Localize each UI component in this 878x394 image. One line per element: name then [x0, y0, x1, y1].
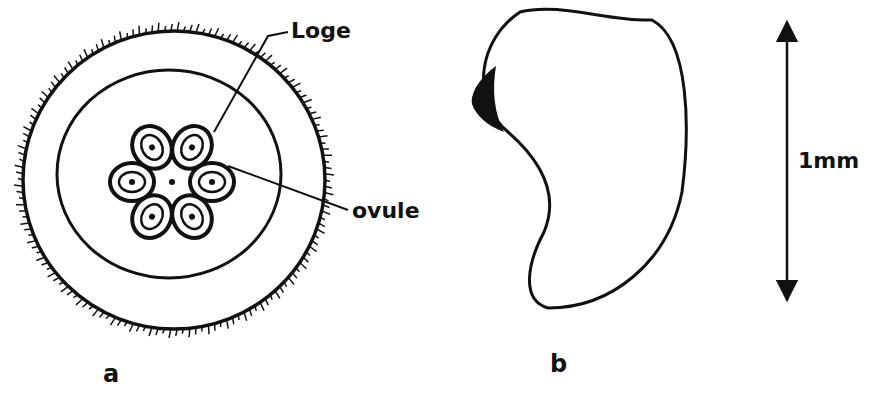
panel-letter: b: [550, 352, 567, 376]
loge-wall: [125, 188, 180, 245]
central-axis: [169, 179, 175, 185]
part-label: Loge: [291, 20, 351, 42]
loge-leader: [214, 32, 288, 132]
ovule-center: [188, 143, 196, 151]
seed-hilum: [472, 66, 504, 132]
ovule-center: [148, 213, 156, 221]
ovule-body: [177, 200, 207, 233]
loge: [125, 188, 180, 245]
part-label: ovule: [352, 200, 420, 222]
loge-wall: [125, 119, 180, 176]
ovule-center: [209, 179, 215, 185]
ovule-body: [177, 131, 207, 164]
ovule-body: [119, 172, 145, 192]
ovule-center: [188, 213, 196, 221]
seed-outline: [484, 9, 687, 308]
ovule-body: [199, 172, 225, 192]
ovule-body: [137, 200, 167, 233]
ovule-center: [148, 143, 156, 151]
fruit-wall-outer: [23, 31, 325, 329]
ovule-center: [129, 179, 135, 185]
ovule-body: [137, 131, 167, 164]
panel-letter: a: [103, 362, 119, 386]
loge-ring: [110, 119, 234, 245]
loge: [125, 119, 180, 176]
hairy-edge: [14, 22, 334, 338]
scale-label: 1mm: [798, 150, 859, 172]
ovule-leader: [228, 166, 348, 210]
scale-bar: [786, 22, 789, 300]
